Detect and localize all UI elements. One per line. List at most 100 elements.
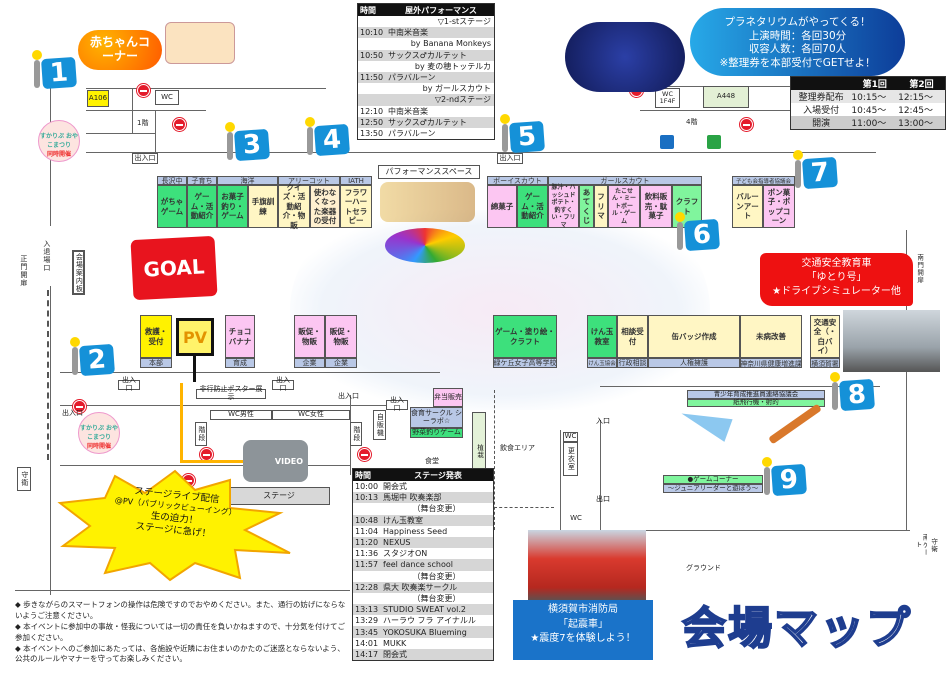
entrance-left: 出入口 bbox=[62, 409, 83, 417]
oyako-title: すかりぷ おやこまつり bbox=[79, 425, 119, 441]
no-entry-icon bbox=[740, 118, 753, 131]
oyako-festival-badge: すかりぷ おやこまつり同時開催 bbox=[38, 120, 80, 162]
entrance-1f: 出入口 bbox=[132, 153, 158, 164]
planetarium-line: 上演時間：各回30分 bbox=[748, 29, 847, 42]
fire-line: 横須賀市消防局 bbox=[548, 604, 618, 615]
planetarium-line: 収容人数：各回70人 bbox=[748, 43, 847, 56]
no-entry-icon bbox=[73, 400, 86, 413]
booth: ゲーム・活動紹介 bbox=[187, 185, 217, 228]
poster-exhibit: 非行防止ポスター展示 bbox=[196, 385, 266, 401]
booth-owner-label: 横須賀署 bbox=[810, 358, 840, 368]
schedule-time: 11:57 bbox=[355, 560, 379, 570]
tt-header bbox=[791, 77, 852, 91]
schedule-time: 11:36 bbox=[355, 549, 379, 559]
schedule-title: （舞台変更） bbox=[412, 571, 461, 581]
fire-engine-photo bbox=[528, 530, 646, 602]
schedule-time: 12:10 bbox=[360, 106, 384, 116]
traffic-safety-banner: 交通安全教育車 「ゆとり号」 ★ドライブシミュレーター他 bbox=[760, 253, 913, 306]
tt-cell: 11:00～ bbox=[851, 119, 887, 129]
booth-group-header: アリーコット bbox=[278, 176, 340, 185]
traffic-line: 交通安全教育車 bbox=[801, 258, 872, 269]
tt-cell: 10:45～ bbox=[851, 106, 887, 116]
wc-small: WC bbox=[563, 432, 578, 442]
starburst-shape bbox=[57, 469, 291, 582]
booth: あてくじ bbox=[579, 185, 594, 228]
booth: 未病改善 bbox=[740, 315, 802, 358]
booth-owner-label: 緑ケ丘女子高等学校 bbox=[493, 358, 557, 368]
bento-sale: 弁当販売 bbox=[433, 388, 463, 407]
flag-dot bbox=[32, 50, 42, 60]
area-flag-2: 2 bbox=[78, 343, 116, 377]
baby-illustration bbox=[165, 22, 235, 64]
main-gate-open: 正門開扉 bbox=[17, 252, 29, 290]
booth-owner-label: 人権擁護 bbox=[648, 358, 740, 368]
schedule-title: パラバルーン bbox=[388, 73, 436, 83]
schedule-title: MUKK bbox=[383, 638, 407, 648]
booth-owner-label: 育成 bbox=[225, 358, 255, 368]
entrance-label: 入口 bbox=[596, 417, 610, 425]
booth-owner-label: けん玉協会 bbox=[587, 358, 617, 368]
tt-header: 第2回 bbox=[909, 80, 934, 90]
entry-exit-label: 入退場口 bbox=[40, 226, 52, 286]
pv-cable bbox=[180, 383, 183, 463]
notes: ◆ 歩きながらのスマートフォンの操作は危険ですのでおやめください。また、通行の妨… bbox=[15, 600, 350, 665]
schedule-title: 馬堀中 吹奏楽部 bbox=[383, 493, 442, 503]
planetarium-children-illustration bbox=[565, 22, 685, 92]
stage: ステージ bbox=[228, 487, 330, 505]
room-a448: A448 bbox=[703, 86, 749, 108]
schedule-time: 12:28 bbox=[355, 582, 379, 592]
game-corner: ●ゲームコーナー bbox=[663, 475, 763, 484]
goal-sign: GOAL bbox=[130, 235, 218, 301]
entrance-mid: 出入口 bbox=[272, 376, 294, 392]
booth: クイズ・活動紹介・物販 bbox=[278, 183, 310, 230]
booth: フリマ bbox=[594, 185, 608, 228]
guard-left: 守衛 bbox=[17, 467, 31, 491]
oyako-title: すかりぷ おやこまつり bbox=[39, 133, 79, 149]
schedule-title: ハーラウ フラ アイナルル bbox=[383, 616, 476, 626]
schedule-row: ▽1-stステージ bbox=[358, 16, 494, 27]
booth-owner-label: 行政相談 bbox=[617, 358, 648, 368]
schedule-title: 閉会式 bbox=[383, 649, 407, 659]
page-title: 会場マップ bbox=[681, 602, 912, 655]
booth-group-header: IATH bbox=[340, 176, 372, 185]
booth: 使わなくなった楽器の受付 bbox=[310, 185, 340, 228]
schedule-title: YOKOSUKA Blueming bbox=[383, 627, 467, 637]
game-corner-sub: ～ジュニアリーダーと遊ぼう～ bbox=[663, 484, 763, 493]
schedule-time: 13:29 bbox=[355, 616, 379, 626]
booth: ゲーム・塗り絵・クラフト bbox=[493, 315, 557, 358]
tt-cell: 整理券配布 bbox=[798, 93, 844, 103]
youth-council-label: 青少年育成推進員連絡協議会 bbox=[687, 390, 825, 399]
floor-4-label: 4階 bbox=[686, 118, 698, 126]
no-entry-icon bbox=[137, 84, 150, 97]
schedule-time: 13:50 bbox=[360, 128, 384, 138]
area-flag-7: 7 bbox=[801, 156, 839, 190]
schedule-title: パラバルーン bbox=[388, 128, 436, 138]
schedule-time: 10:50 bbox=[360, 50, 384, 60]
note-item: ◆ 本イベントへのご参加にあたっては、各施設や近隣にお住まいのかたのご迷惑となら… bbox=[15, 643, 345, 664]
booth: 交通安全（・白バイ） bbox=[810, 315, 840, 358]
booth-owner-label: 本部 bbox=[140, 358, 172, 368]
exit-label: 出口 bbox=[596, 495, 610, 503]
guard-right: 守衛 bbox=[927, 532, 939, 558]
schedule-row: （舞台変更） bbox=[353, 503, 493, 514]
flag-dot bbox=[830, 372, 840, 382]
booth: がちゃゲーム bbox=[157, 185, 187, 228]
changing-room: 更衣室 bbox=[563, 442, 578, 476]
booth-owner-label: 企業 bbox=[294, 358, 325, 368]
schedule-title: 開会式 bbox=[383, 482, 407, 492]
note-item: ◆ 歩きながらのスマートフォンの操作は危険ですのでおやめください。また、通行の妨… bbox=[15, 600, 346, 620]
area-flag-1: 1 bbox=[40, 56, 78, 90]
schedule-row: （舞台変更） bbox=[353, 593, 493, 604]
planetarium-line: ※整理券を本部受付でGETせよ！ bbox=[719, 56, 876, 69]
south-gate-open: 南門開扉 bbox=[913, 252, 925, 286]
schedule-title: STUDIO SWEAT vol.2 bbox=[383, 605, 466, 615]
entrance-left-2: 出入口 bbox=[118, 376, 140, 392]
traffic-line: ★ドライブシミュレーター他 bbox=[772, 286, 901, 297]
